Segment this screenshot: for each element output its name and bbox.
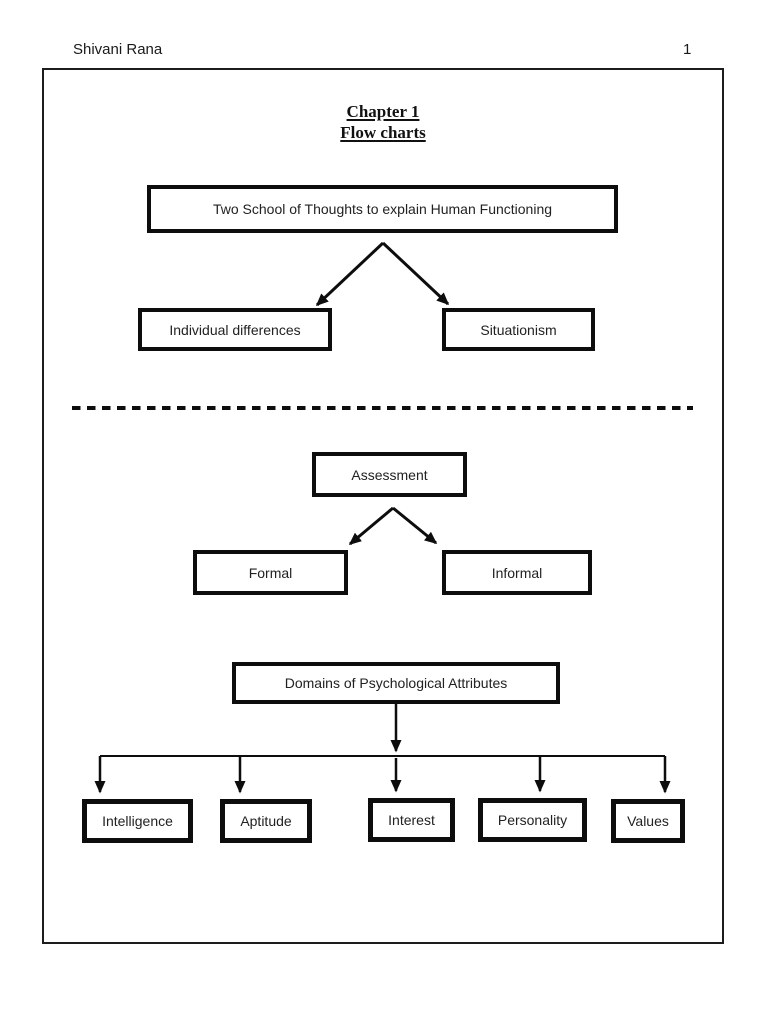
chapter-title-line1: Chapter 1 — [346, 102, 420, 121]
chapter-title-line2: Flow charts — [340, 123, 426, 142]
node-interest: Interest — [368, 798, 455, 842]
node-informal: Informal — [442, 550, 592, 595]
connector-arrows — [72, 241, 693, 794]
node-individual-differences: Individual differences — [138, 308, 332, 351]
node-personality: Personality — [478, 798, 587, 842]
document-author: Shivani Rana — [73, 41, 163, 58]
node-formal: Formal — [193, 550, 348, 595]
page-border: Chapter 1 Flow charts — [42, 68, 724, 944]
node-two-schools: Two School of Thoughts to explain Human … — [147, 185, 618, 233]
node-intelligence: Intelligence — [82, 799, 193, 843]
node-situationism: Situationism — [442, 308, 595, 351]
node-values: Values — [611, 799, 685, 843]
node-domains-of-psychological-attributes: Domains of Psychological Attributes — [232, 662, 560, 704]
page-number: 1 — [683, 41, 692, 58]
node-assessment: Assessment — [312, 452, 467, 497]
flowchart-canvas: Chapter 1 Flow charts — [44, 70, 722, 942]
node-aptitude: Aptitude — [220, 799, 312, 843]
chapter-title: Chapter 1 Flow charts — [44, 101, 722, 143]
